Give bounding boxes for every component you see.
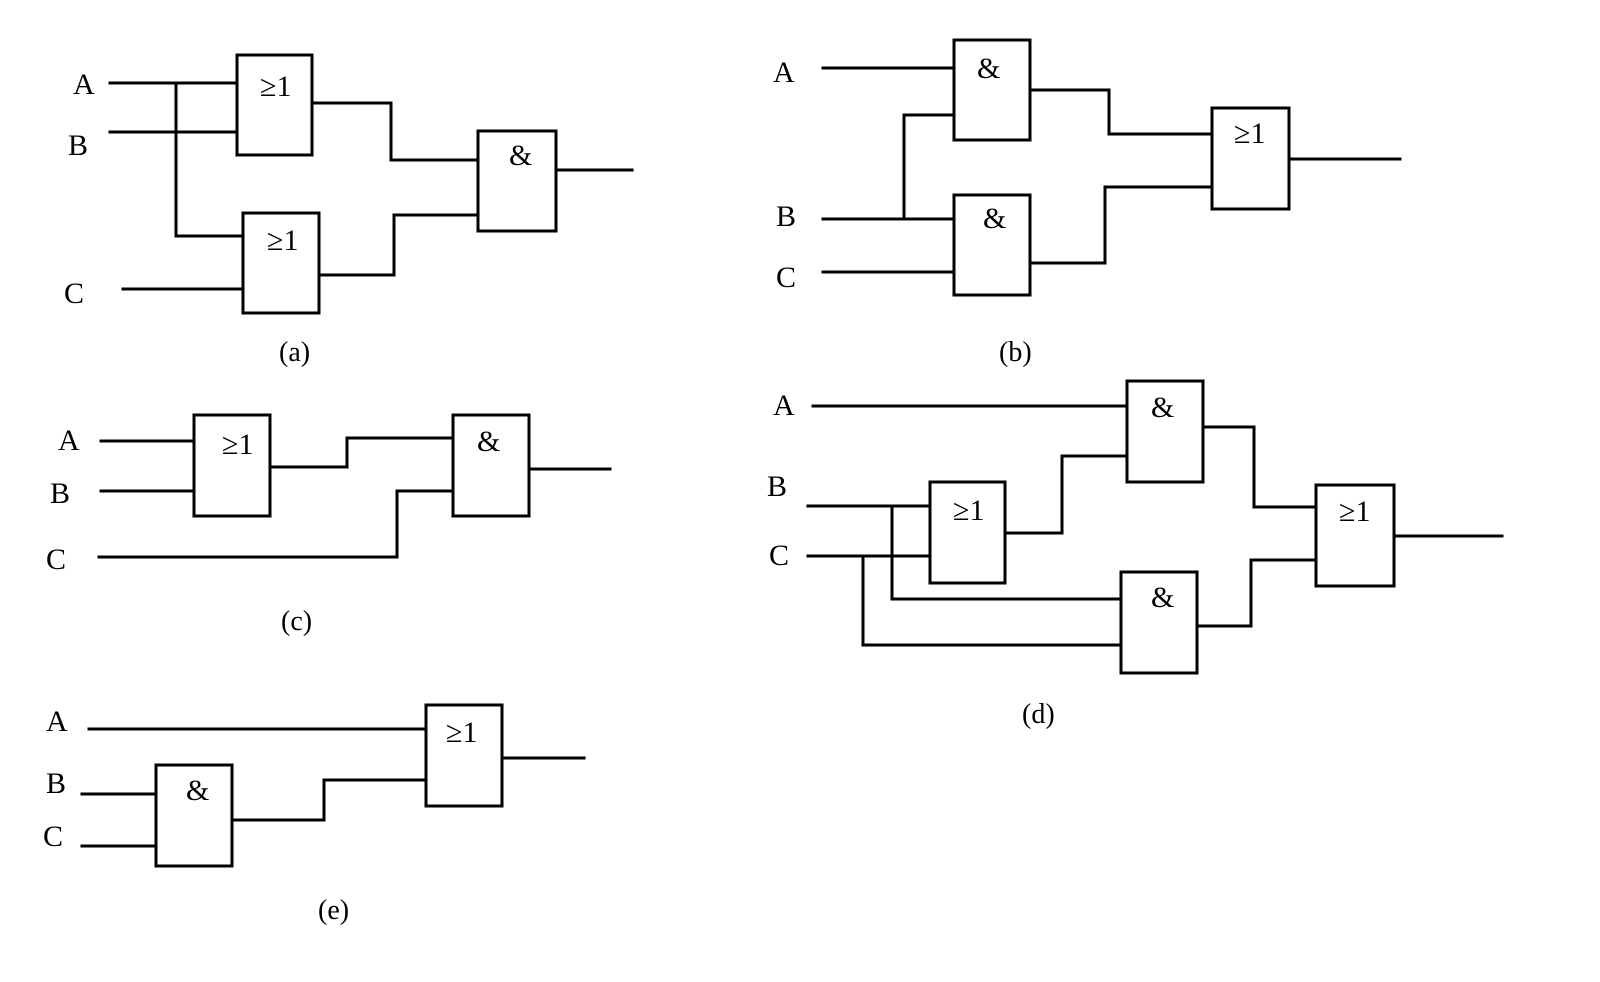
wire-d-branch-c bbox=[861, 554, 1123, 647]
caption-d: (d) bbox=[1022, 699, 1055, 730]
and-symbol-e: & bbox=[186, 774, 209, 807]
and-gate-e bbox=[154, 763, 234, 868]
circuit-b: & & ≥1 A B C (b) bbox=[773, 38, 1402, 368]
and-symbol-b1: & bbox=[977, 52, 1000, 85]
input-label-d-c: C bbox=[769, 539, 789, 572]
or-gate-b bbox=[1210, 106, 1291, 211]
wire-e-and-to-or bbox=[230, 778, 428, 822]
or-symbol-d2: ≥1 bbox=[1339, 495, 1370, 528]
input-label-e-b: B bbox=[46, 767, 66, 800]
input-label-c-c: C bbox=[46, 543, 66, 576]
and-symbol-d1: & bbox=[1151, 391, 1174, 424]
or-gate-a1 bbox=[235, 53, 314, 157]
and-gate-a bbox=[476, 129, 558, 233]
caption-e: (e) bbox=[318, 895, 349, 926]
and-gate-b1 bbox=[952, 38, 1032, 142]
wire-d-branch-b bbox=[890, 504, 1123, 601]
wire-a-or2-to-and bbox=[317, 213, 480, 277]
or-symbol-b: ≥1 bbox=[1234, 117, 1265, 150]
or-gate-c bbox=[192, 413, 272, 518]
caption-c: (c) bbox=[281, 606, 312, 637]
wire-b-and1-to-or bbox=[1028, 88, 1214, 136]
wire-d-and1-to-or2 bbox=[1201, 425, 1318, 509]
or-symbol-a2: ≥1 bbox=[267, 224, 298, 257]
and-gate-b2 bbox=[952, 193, 1032, 297]
input-label-a-c: C bbox=[64, 277, 84, 310]
and-symbol-c: & bbox=[477, 425, 500, 458]
or-gate-e bbox=[424, 703, 504, 808]
wire-a-branch-a bbox=[174, 81, 245, 238]
input-label-d-a: A bbox=[773, 389, 795, 422]
wire-a-or1-to-and bbox=[310, 101, 480, 162]
or-symbol-c: ≥1 bbox=[222, 428, 253, 461]
circuit-e: & ≥1 A B C (e) bbox=[43, 703, 586, 926]
wire-b-branch-b bbox=[902, 113, 956, 221]
wire-d-or1-to-and1 bbox=[1003, 454, 1129, 535]
and-gate-d1 bbox=[1125, 379, 1205, 484]
or-gate-d2 bbox=[1314, 483, 1396, 588]
caption-a: (a) bbox=[279, 337, 310, 368]
input-label-b-b: B bbox=[776, 200, 796, 233]
wire-c-input-c bbox=[97, 489, 455, 559]
or-symbol-e: ≥1 bbox=[446, 716, 477, 749]
and-symbol-b2: & bbox=[983, 202, 1006, 235]
circuit-c: ≥1 & A B C (c) bbox=[46, 413, 612, 637]
input-label-b-a: A bbox=[773, 56, 795, 89]
input-label-e-c: C bbox=[43, 820, 63, 853]
caption-b: (b) bbox=[999, 337, 1032, 368]
wire-d-and2-to-or2 bbox=[1195, 558, 1318, 628]
or-gate-a2 bbox=[241, 211, 321, 315]
and-symbol-d2: & bbox=[1151, 581, 1174, 614]
input-label-b-c: C bbox=[776, 261, 796, 294]
or-gate-d1 bbox=[928, 480, 1007, 585]
circuit-a: ≥1 ≥1 & A B C (a) bbox=[64, 53, 634, 368]
wire-b-and2-to-or bbox=[1028, 185, 1214, 265]
input-label-a-b: B bbox=[68, 129, 88, 162]
input-label-e-a: A bbox=[46, 705, 68, 738]
input-label-c-b: B bbox=[50, 477, 70, 510]
or-symbol-d1: ≥1 bbox=[953, 494, 984, 527]
input-label-a-a: A bbox=[73, 68, 95, 101]
wire-c-or-to-and bbox=[268, 436, 455, 469]
input-label-d-b: B bbox=[767, 470, 787, 503]
circuit-d: & ≥1 & ≥1 A B C (d) bbox=[767, 379, 1504, 730]
input-label-c-a: A bbox=[58, 424, 80, 457]
and-gate-d2 bbox=[1119, 570, 1199, 675]
and-symbol-a: & bbox=[509, 139, 532, 172]
or-symbol-a1: ≥1 bbox=[260, 70, 291, 103]
and-gate-c bbox=[451, 413, 531, 518]
